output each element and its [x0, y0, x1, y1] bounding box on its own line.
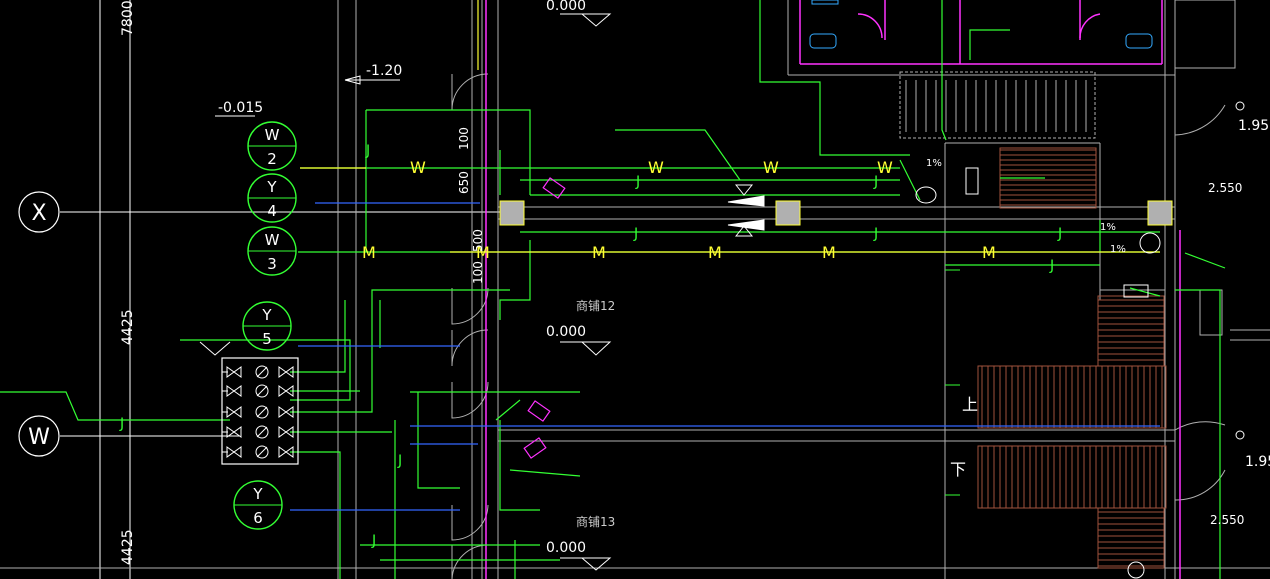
stair-hatch — [981, 149, 1164, 567]
svg-text:J: J — [633, 226, 638, 242]
room-labels: 商铺12 商铺13 — [576, 298, 615, 529]
svg-text:2: 2 — [267, 150, 277, 168]
stair-labels: 上 下 — [945, 269, 978, 496]
svg-text:W: W — [265, 231, 280, 249]
upper-stair — [899, 71, 1096, 139]
svg-text:J: J — [119, 416, 124, 432]
room-13-label: 商铺13 — [576, 514, 615, 529]
door-dim-2: 650 — [457, 171, 471, 194]
svg-text:M: M — [708, 243, 722, 262]
riser-tag-leader — [199, 341, 231, 356]
elev-2: -1.20 — [366, 63, 402, 79]
svg-text:J: J — [371, 533, 376, 549]
svg-text:M: M — [822, 243, 836, 262]
svg-text:W: W — [265, 126, 280, 144]
svg-text:6: 6 — [253, 509, 263, 527]
svg-text:J: J — [635, 174, 640, 190]
svg-text:W: W — [410, 158, 426, 177]
svg-text:M: M — [982, 243, 996, 262]
elev-1: -0.015 — [218, 100, 263, 116]
svg-text:5: 5 — [262, 330, 272, 348]
elevation-marks: -0.015 -1.20 0.000 0.000 0.000 1.95 2.55… — [215, 0, 1270, 571]
svg-text:J: J — [873, 226, 878, 242]
level-right-4: 2.550 — [1210, 513, 1244, 527]
door-dim-4: 100 — [471, 261, 485, 284]
svg-text:W: W — [648, 158, 664, 177]
stair-up-label: 上 — [962, 395, 978, 414]
svg-text:W: W — [877, 158, 893, 177]
svg-text:M: M — [476, 243, 490, 262]
riser-tag-y5: Y 5 — [242, 301, 292, 351]
door-dim-3: 500 — [471, 229, 485, 252]
riser-tag-w2: W 2 — [247, 121, 297, 171]
columns — [499, 200, 1173, 226]
floor-bottom: 0.000 — [546, 540, 586, 556]
svg-text:J: J — [1057, 226, 1062, 242]
axis-label-x: X — [31, 201, 46, 226]
svg-text:3: 3 — [267, 255, 277, 273]
manifold — [221, 357, 299, 465]
svg-text:Y: Y — [261, 306, 272, 324]
dim-top: 7800 — [120, 0, 136, 36]
dimension-labels: 7800 4425 4425 100 650 500 100 — [120, 0, 485, 565]
svg-text:M: M — [592, 243, 606, 262]
dim-bottom: 4425 — [120, 529, 136, 565]
svg-text:Y: Y — [266, 178, 277, 196]
axis-bubble-w: W — [18, 415, 60, 457]
floor-mid: 0.000 — [546, 324, 586, 340]
grid-lines — [60, 0, 500, 579]
svg-text:4: 4 — [267, 202, 277, 220]
level-right-2: 2.550 — [1208, 181, 1242, 195]
toilet-fixtures — [809, 0, 1153, 49]
slope-2: 1% — [1100, 222, 1116, 233]
level-right-3: 1.95 — [1245, 454, 1270, 470]
fittings — [523, 177, 566, 459]
svg-text:J: J — [365, 143, 370, 159]
pipes-blue — [290, 202, 1160, 511]
axis-label-w: W — [28, 425, 50, 450]
svg-text:J: J — [873, 174, 878, 190]
column — [775, 200, 801, 226]
svg-text:J: J — [1049, 258, 1054, 274]
slope-labels: 1% 1% 1% — [926, 158, 1126, 255]
axis-bubble-x: X — [18, 191, 60, 233]
upper-stair-ticks — [905, 80, 1087, 132]
level-right-1: 1.95 — [1238, 118, 1269, 134]
floor-top: 0.000 — [546, 0, 586, 14]
pipe-codes: W W W W M M M M M M J J J J J J J J J J — [119, 143, 1062, 549]
pipes-yellow — [300, 0, 1160, 253]
pump-symbol — [727, 184, 765, 237]
svg-text:Y: Y — [252, 485, 263, 503]
washroom-fixtures — [915, 167, 1161, 579]
svg-text:W: W — [763, 158, 779, 177]
door-dim-1: 100 — [457, 127, 471, 150]
stair-down-label: 下 — [950, 460, 966, 479]
pipes-green — [0, 0, 1226, 579]
svg-text:J: J — [397, 453, 402, 469]
riser-tag-w3: W 3 — [247, 226, 297, 276]
dim-mid: 4425 — [120, 309, 136, 345]
column — [1147, 200, 1173, 226]
slope-3: 1% — [1110, 244, 1126, 255]
room-12-label: 商铺12 — [576, 298, 615, 313]
slope-1: 1% — [926, 158, 942, 169]
svg-text:M: M — [362, 243, 376, 262]
riser-tag-y4: Y 4 — [247, 173, 297, 223]
riser-tag-y6: Y 6 — [233, 480, 283, 530]
column — [499, 200, 525, 226]
